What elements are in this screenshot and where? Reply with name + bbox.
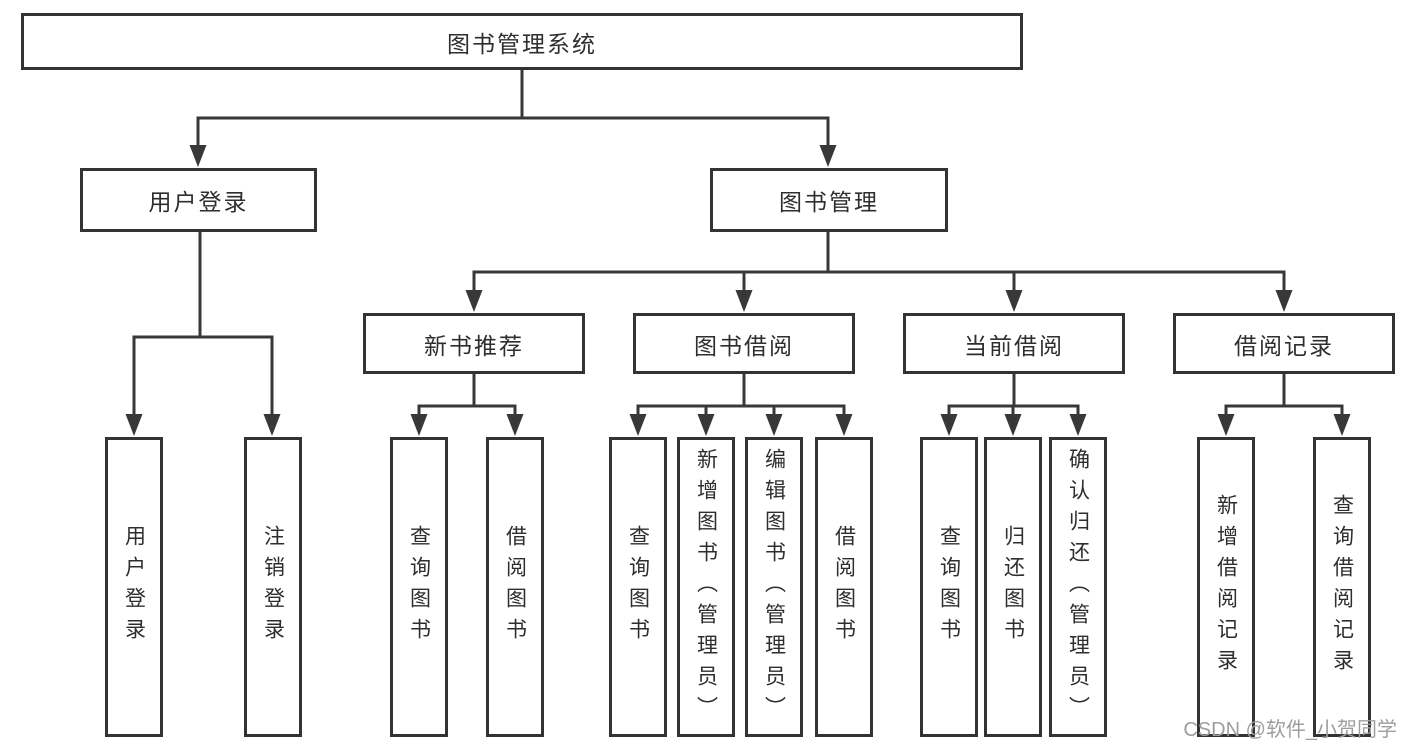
leaf-query-borrow-record: 查询借阅记录: [1313, 437, 1371, 737]
leaf-query-books-recommend-label: 查询图书: [407, 525, 431, 649]
leaf-logout-label: 注销登录: [261, 525, 285, 649]
leaf-borrow-books-recommend: 借阅图书: [486, 437, 544, 737]
leaf-return-book: 归还图书: [984, 437, 1042, 737]
leaf-query-books-borrow: 查询图书: [609, 437, 667, 737]
leaf-borrow-books: 借阅图书: [815, 437, 873, 737]
leaf-user-login: 用户登录: [105, 437, 163, 737]
node-borrow-records-label: 借阅记录: [1234, 332, 1334, 359]
node-book-borrow-label: 图书借阅: [694, 332, 794, 359]
node-user-login: 用户登录: [80, 168, 317, 232]
node-current-borrow: 当前借阅: [903, 313, 1125, 374]
node-root-label: 图书管理系统: [447, 30, 597, 57]
node-book-management: 图书管理: [710, 168, 948, 232]
leaf-borrow-books-label: 借阅图书: [832, 525, 856, 649]
leaf-confirm-return-admin-label: 确认归还（管理员）: [1066, 447, 1090, 727]
node-root: 图书管理系统: [21, 13, 1023, 70]
leaf-add-borrow-record-label: 新增借阅记录: [1214, 494, 1238, 680]
leaf-return-book-label: 归还图书: [1001, 525, 1025, 649]
leaf-query-books-recommend: 查询图书: [390, 437, 448, 737]
leaf-edit-book-admin: 编辑图书（管理员）: [745, 437, 803, 737]
node-new-book-recommend-label: 新书推荐: [424, 332, 524, 359]
node-new-book-recommend: 新书推荐: [363, 313, 585, 374]
leaf-query-books-current-label: 查询图书: [937, 525, 961, 649]
leaf-user-login-label: 用户登录: [122, 525, 146, 649]
csdn-watermark: CSDN @软件_小贺同学: [1183, 719, 1397, 741]
node-user-login-label: 用户登录: [148, 189, 249, 215]
node-borrow-records: 借阅记录: [1173, 313, 1395, 374]
leaf-edit-book-admin-label: 编辑图书（管理员）: [762, 447, 786, 727]
leaf-add-book-admin: 新增图书（管理员）: [677, 437, 735, 737]
node-book-management-label: 图书管理: [779, 189, 879, 215]
leaf-query-books-borrow-label: 查询图书: [626, 525, 650, 649]
leaf-query-books-current: 查询图书: [920, 437, 978, 737]
leaf-borrow-books-recommend-label: 借阅图书: [503, 525, 527, 649]
leaf-logout: 注销登录: [244, 437, 302, 737]
node-book-borrow: 图书借阅: [633, 313, 855, 374]
leaf-add-book-admin-label: 新增图书（管理员）: [694, 447, 718, 727]
leaf-confirm-return-admin: 确认归还（管理员）: [1049, 437, 1107, 737]
leaf-query-borrow-record-label: 查询借阅记录: [1330, 494, 1354, 680]
node-current-borrow-label: 当前借阅: [964, 332, 1064, 359]
leaf-add-borrow-record: 新增借阅记录: [1197, 437, 1255, 737]
